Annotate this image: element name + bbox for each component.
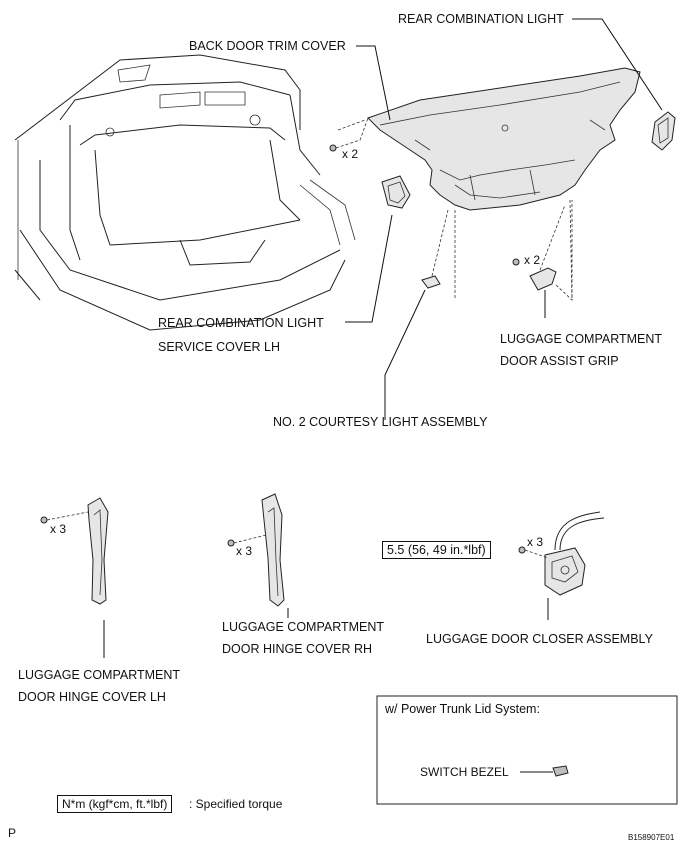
label-hinge-lh-2: DOOR HINGE COVER LH (18, 690, 166, 704)
clip-fastener (329, 117, 369, 152)
label-courtesy-light: NO. 2 COURTESY LIGHT ASSEMBLY (273, 415, 488, 429)
label-rcl-service-cover-2: SERVICE COVER LH (158, 340, 281, 354)
label-assist-grip-1: LUGGAGE COMPARTMENT (500, 332, 663, 346)
label-hinge-rh-2: DOOR HINGE COVER RH (222, 642, 373, 656)
assist-grip-part (512, 200, 573, 301)
label-hinge-rh-1: LUGGAGE COMPARTMENT (222, 620, 385, 634)
torque-value-box: 5.5 (56, 49 in.*lbf) (382, 541, 491, 559)
label-rear-combination-light: REAR COMBINATION LIGHT (398, 12, 564, 26)
power-trunk-title: w/ Power Trunk Lid System: (385, 702, 540, 716)
figure-code: B158907E01 (628, 833, 675, 842)
power-trunk-box (376, 695, 678, 805)
qty-assist-grip-screws: x 2 (524, 253, 541, 267)
legend-text: : Specified torque (189, 797, 283, 811)
label-closer-assembly: LUGGAGE DOOR CLOSER ASSEMBLY (426, 632, 653, 646)
qty-hinge-rh-clips: x 3 (236, 544, 253, 558)
vehicle-trunk-illustration (14, 54, 356, 331)
hinge-cover-rh-part (227, 493, 285, 607)
label-switch-bezel: SWITCH BEZEL (420, 765, 509, 779)
door-closer-assembly-part (518, 511, 605, 596)
back-door-trim-cover-part (367, 67, 641, 211)
rear-combination-light-part (651, 111, 676, 151)
label-rcl-service-cover-1: REAR COMBINATION LIGHT (158, 316, 324, 330)
label-assist-grip-2: DOOR ASSIST GRIP (500, 354, 619, 368)
label-hinge-lh-1: LUGGAGE COMPARTMENT (18, 668, 181, 682)
qty-trim-cover-clips: x 2 (342, 147, 359, 161)
courtesy-light-part (421, 209, 449, 289)
legend-units-box: N*m (kgf*cm, ft.*lbf) (57, 795, 173, 813)
page-letter: P (8, 826, 17, 840)
qty-hinge-lh-clips: x 3 (50, 522, 67, 536)
switch-bezel-part (520, 765, 569, 777)
label-back-door-trim-cover: BACK DOOR TRIM COVER (189, 39, 346, 53)
qty-closer-bolts: x 3 (527, 535, 544, 549)
service-cover-lh-part (381, 175, 411, 209)
hinge-cover-lh-part (40, 497, 109, 605)
